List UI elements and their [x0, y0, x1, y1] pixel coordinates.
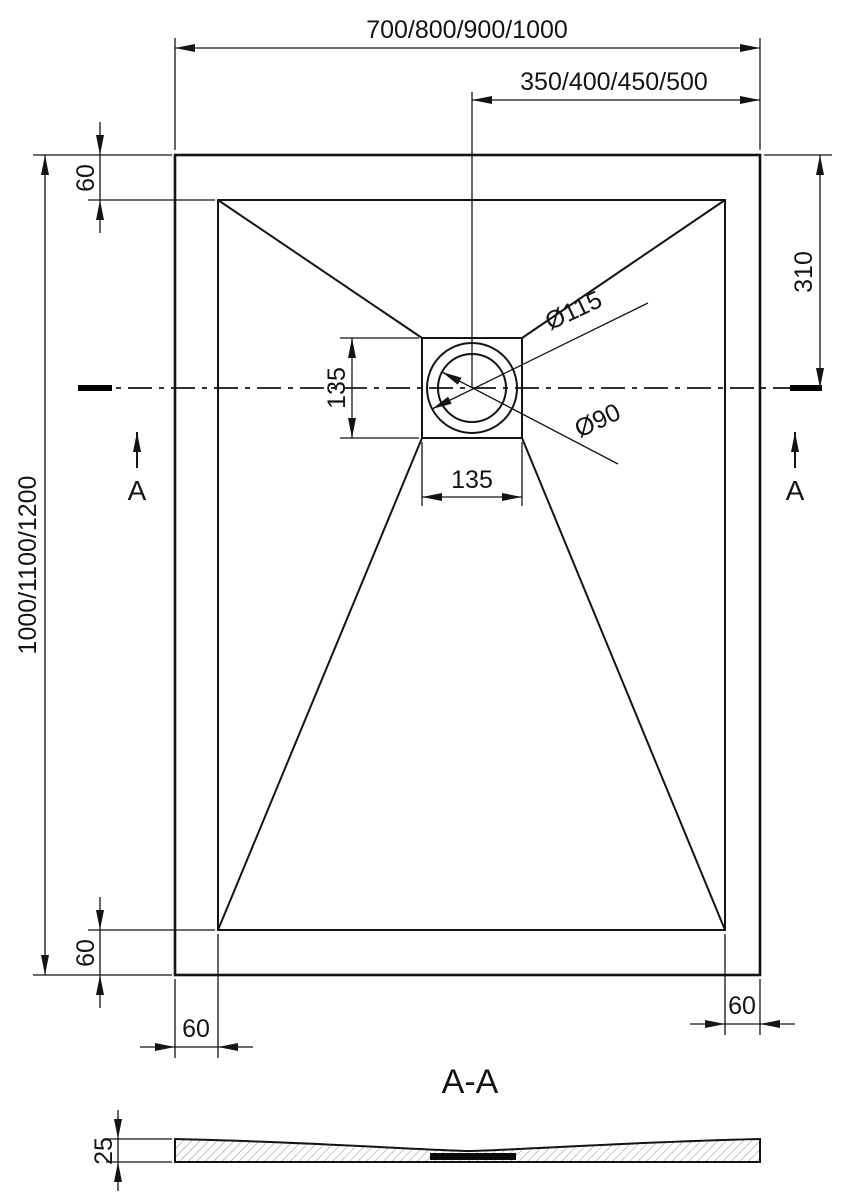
dimension-top-margin: 60 — [72, 122, 215, 233]
tray-plan-view — [173, 153, 762, 977]
dimension-bottom-left-margin: 60 — [140, 934, 253, 1058]
section-marker-left-label: A — [128, 475, 147, 506]
bottom-left-margin-label: 60 — [182, 1015, 210, 1043]
leader-drain-outer-diameter: Ø115 — [431, 286, 649, 410]
dimension-bottom-right-margin: 60 — [690, 934, 795, 1035]
section-arrow-left: A — [128, 432, 147, 506]
section-title: A-A — [442, 1063, 499, 1101]
drain-inner-diameter-label: Ø90 — [570, 398, 625, 443]
overall-width-label: 700/800/900/1000 — [366, 16, 568, 44]
drain-height-label: 135 — [323, 367, 351, 409]
dimension-drain-width: 135 — [421, 442, 523, 506]
dimension-overall-length: 1000/1100/1200 — [14, 154, 172, 976]
section-marker-right-label: A — [786, 475, 805, 506]
dimension-drain-offset: 350/400/450/500 — [471, 68, 760, 388]
bottom-right-margin-label: 60 — [728, 992, 756, 1020]
tray-section-profile — [174, 1137, 761, 1163]
tray-outer-edge — [173, 153, 762, 977]
dimension-overall-width: 700/800/900/1000 — [174, 16, 761, 150]
section-drain — [430, 1153, 516, 1160]
dimension-bottom-margin: 60 — [72, 897, 215, 1008]
tray-slope-lines — [217, 199, 726, 931]
drain-from-top-label: 310 — [790, 251, 818, 293]
drain-offset-label: 350/400/450/500 — [520, 68, 708, 96]
dimension-drain-from-top: 310 — [764, 154, 832, 388]
section-arrow-right: A — [786, 432, 805, 506]
drain-width-label: 135 — [451, 466, 493, 494]
tray-inner-edge — [217, 199, 726, 931]
leader-drain-inner-diameter: Ø90 — [441, 371, 625, 465]
top-margin-label: 60 — [72, 164, 100, 192]
dimension-drain-height: 135 — [323, 337, 419, 439]
dimension-thickness: 25 — [90, 1110, 172, 1191]
thickness-label: 25 — [90, 1137, 118, 1165]
bottom-margin-label: 60 — [72, 939, 100, 967]
overall-length-label: 1000/1100/1200 — [14, 476, 42, 655]
section-view: 25 — [90, 1110, 761, 1191]
